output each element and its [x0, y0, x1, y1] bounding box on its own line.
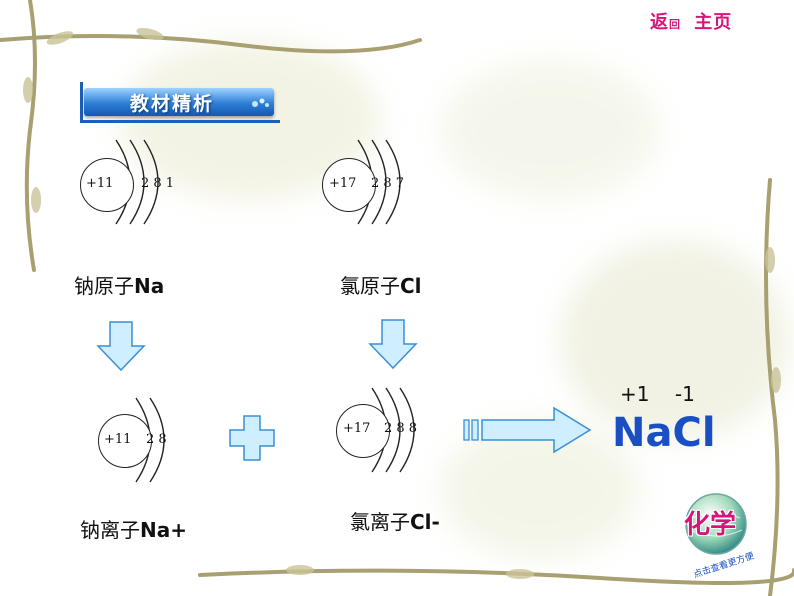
chlorine-atom-label: 氯原子Cl — [340, 274, 422, 298]
shell-electrons: 2 8 7 — [371, 176, 405, 191]
logo-text: 化学 — [684, 510, 737, 540]
back-button[interactable]: 返回 — [650, 12, 687, 33]
background-flower-blob — [440, 60, 660, 200]
globe-icon — [685, 493, 747, 555]
background-flower-blob — [560, 240, 790, 440]
badge-left-line — [80, 82, 83, 122]
back-label: 返 — [650, 12, 669, 33]
chemistry-logo-button[interactable]: 化学 点击查看更方便 — [678, 488, 764, 580]
section-title-badge: 教材精析 — [80, 82, 280, 126]
badge-underline — [80, 120, 280, 123]
sodium-atom-label: 钠原子Na — [74, 274, 165, 298]
down-arrow-icon — [368, 319, 418, 370]
plus-icon — [229, 415, 275, 461]
nucleus-charge: +17 — [343, 421, 371, 436]
ion-charges: +1 -1 — [620, 382, 695, 406]
sodium-chloride-formula: NaCl — [612, 410, 716, 456]
nucleus — [336, 404, 390, 458]
nucleus-charge: +11 — [86, 176, 114, 191]
navigation: 返回 主页 — [650, 8, 732, 34]
section-title: 教材精析 — [130, 93, 215, 115]
nucleus-charge: +17 — [329, 176, 357, 191]
shell-electrons: 2 8 1 — [141, 176, 175, 191]
right-arrow-icon — [463, 406, 592, 454]
bubbles-icon — [252, 98, 269, 107]
nucleus — [322, 158, 376, 212]
background-flower-blob — [440, 420, 640, 560]
back-small-label: 回 — [669, 18, 681, 31]
badge-bar — [84, 88, 274, 116]
shell-electrons: 2 8 8 — [384, 421, 418, 436]
down-arrow-icon — [96, 321, 146, 372]
home-button[interactable]: 主页 — [694, 12, 733, 33]
nucleus — [80, 158, 134, 212]
nucleus — [98, 414, 152, 468]
nucleus-charge: +11 — [104, 432, 132, 447]
chloride-ion-label: 氯离子Cl- — [350, 510, 440, 534]
sodium-ion-label: 钠离子Na+ — [80, 518, 187, 542]
shell-electrons: 2 8 — [146, 432, 167, 447]
